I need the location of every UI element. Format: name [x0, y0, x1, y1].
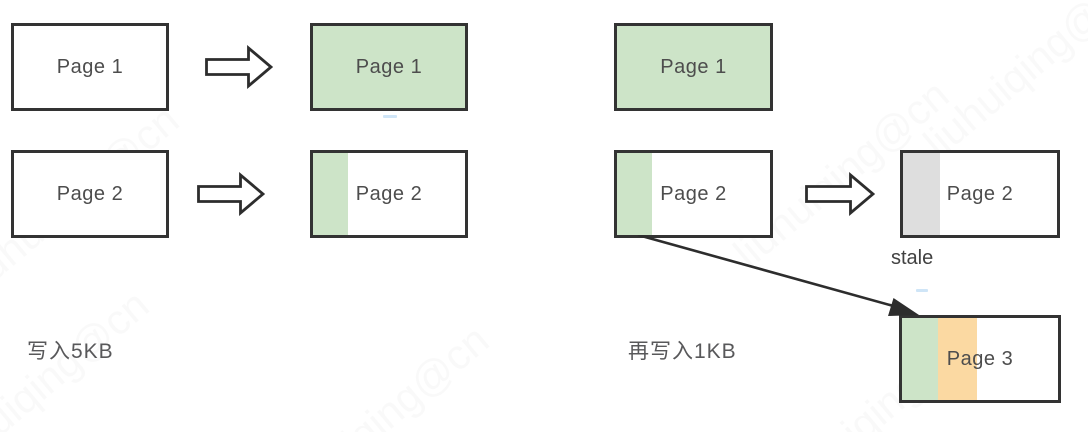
page-label: Page 3: [946, 347, 1014, 370]
page-label: Page 1: [660, 55, 727, 78]
right-arrow-icon: [205, 45, 273, 89]
left-caption: 写入5KB: [27, 340, 114, 363]
page2-empty-box: Page 2: [11, 150, 169, 238]
artifact-dash: [383, 115, 397, 118]
page-label: Page 1: [56, 55, 124, 78]
page-label: Page 1: [355, 55, 423, 78]
right-arrow-icon: [805, 172, 875, 216]
page1-empty-box: Page 1: [11, 23, 169, 111]
right-caption: 再写入1KB: [628, 340, 737, 363]
page1-written-box-right: Page 1: [614, 23, 773, 111]
page2-partially-written-box: Page 2: [310, 150, 468, 238]
copied-data-strip: [902, 318, 938, 400]
page3-new-write-box: Page 3: [899, 315, 1061, 403]
new-data-strip: [938, 318, 977, 400]
artifact-dash: [916, 289, 928, 292]
page2-stale-box: Page 2: [900, 150, 1060, 238]
written-data-strip: [313, 153, 348, 235]
page2-partially-written-box-right: Page 2: [614, 150, 773, 238]
watermark-text: liuhuiqing@cn: [915, 0, 1088, 167]
page-label: Page 2: [56, 182, 124, 205]
stale-label: stale: [891, 247, 934, 269]
watermark-text: liuhuiqing@cn: [265, 316, 498, 432]
page-label: Page 2: [660, 182, 727, 205]
page-label: Page 2: [355, 182, 423, 205]
page-label: Page 2: [946, 182, 1014, 205]
right-arrow-icon: [197, 172, 265, 216]
stale-data-strip: [903, 153, 940, 235]
page1-written-box: Page 1: [310, 23, 468, 111]
written-data-strip: [617, 153, 652, 235]
